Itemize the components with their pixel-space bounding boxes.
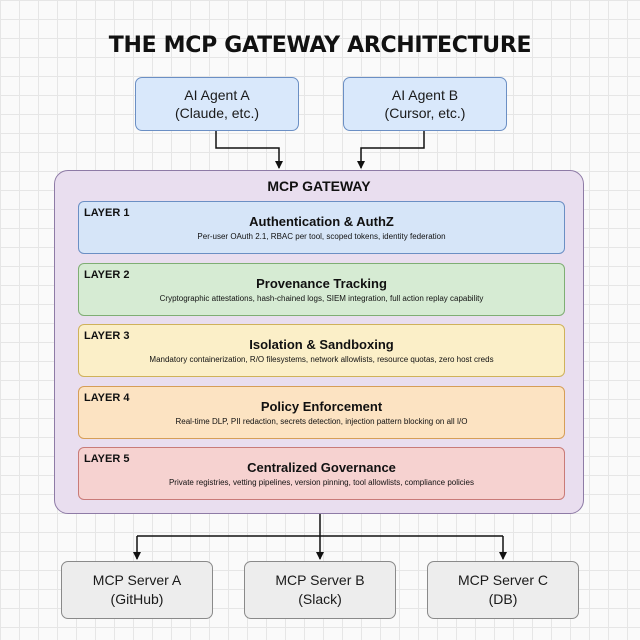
diagram-title: THE MCP GATEWAY ARCHITECTURE: [108, 33, 532, 58]
server-a-detail: (GitHub): [110, 591, 164, 607]
layer-5-box: LAYER 5 Centralized Governance Private r…: [78, 447, 565, 500]
layer-5-tag: LAYER 5: [84, 453, 130, 465]
arrow-agent-a-to-gateway: [215, 131, 283, 169]
server-c-detail: (DB): [488, 591, 518, 607]
server-c-box: MCP Server C (DB): [427, 561, 579, 619]
agent-a-detail: (Claude, etc.): [174, 105, 260, 121]
agent-a-name: AI Agent A: [184, 87, 250, 103]
server-a-box: MCP Server A (GitHub): [61, 561, 213, 619]
gateway-title: MCP GATEWAY: [267, 178, 371, 194]
layer-1-description: Per-user OAuth 2.1, RBAC per tool, scope…: [197, 232, 446, 241]
layer-1-box: LAYER 1 Authentication & AuthZ Per-user …: [78, 201, 565, 254]
server-c-name: MCP Server C: [458, 572, 548, 588]
layer-4-description: Real-time DLP, PII redaction, secrets de…: [175, 417, 468, 426]
layer-4-title: Policy Enforcement: [260, 399, 383, 414]
layer-3-description: Mandatory containerization, R/O filesyst…: [149, 355, 494, 364]
layer-1-tag: LAYER 1: [84, 207, 130, 219]
layer-2-box: LAYER 2 Provenance Tracking Cryptographi…: [78, 263, 565, 316]
server-b-box: MCP Server B (Slack): [244, 561, 396, 619]
mcp-gateway-container: MCP GATEWAY LAYER 1 Authentication & Aut…: [54, 170, 584, 514]
layer-2-title: Provenance Tracking: [256, 276, 387, 291]
layer-4-tag: LAYER 4: [84, 392, 130, 404]
server-b-detail: (Slack): [298, 591, 342, 607]
layer-2-description: Cryptographic attestations, hash-chained…: [159, 294, 484, 303]
layer-4-box: LAYER 4 Policy Enforcement Real-time DLP…: [78, 386, 565, 439]
agent-a-box: AI Agent A (Claude, etc.): [135, 77, 299, 131]
layer-5-title: Centralized Governance: [247, 460, 396, 475]
agent-b-name: AI Agent B: [391, 87, 459, 103]
server-a-name: MCP Server A: [92, 572, 182, 588]
layer-5-description: Private registries, vetting pipelines, v…: [168, 478, 475, 487]
agent-b-box: AI Agent B (Cursor, etc.): [343, 77, 507, 131]
layer-3-box: LAYER 3 Isolation & Sandboxing Mandatory…: [78, 324, 565, 377]
server-b-name: MCP Server B: [275, 572, 365, 588]
layer-2-tag: LAYER 2: [84, 269, 130, 281]
arrow-agent-b-to-gateway: [357, 131, 425, 169]
layer-3-tag: LAYER 3: [84, 330, 130, 342]
layer-1-title: Authentication & AuthZ: [249, 214, 394, 229]
agent-b-detail: (Cursor, etc.): [384, 105, 466, 121]
layer-3-title: Isolation & Sandboxing: [249, 337, 394, 352]
